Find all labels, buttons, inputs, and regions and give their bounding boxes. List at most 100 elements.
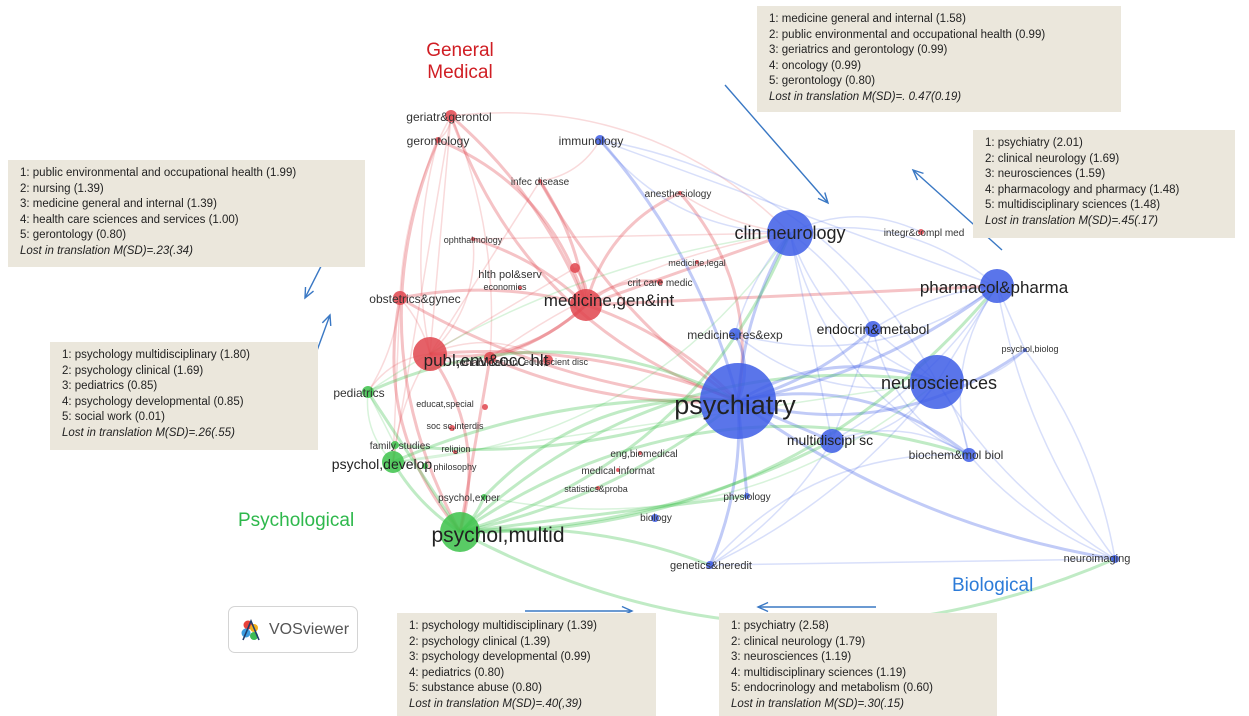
lost-in-translation: Lost in translation M(SD)=. 0.47(0.19) — [769, 90, 962, 103]
node-label-engbio: eng,biomedical — [610, 449, 677, 460]
network-edge — [459, 494, 748, 534]
network-edge — [459, 439, 833, 534]
network-edge — [399, 139, 462, 533]
box-item: 4: pediatrics (0.80) — [409, 666, 505, 679]
node-label-religion: religion — [441, 444, 470, 454]
node-label-medinfo: medical informat — [581, 466, 655, 477]
box-item: 4: health care sciences and services (1.… — [20, 213, 239, 226]
node-critcare — [657, 279, 663, 285]
lost-in-translation: Lost in translation M(SD)=.23(.34) — [20, 244, 193, 257]
node-psychmult — [440, 512, 480, 552]
network-edge — [399, 288, 587, 307]
network-edge — [959, 285, 998, 456]
node-label-critcare: crit care medic — [627, 278, 692, 289]
network-edge — [392, 398, 739, 464]
box-item: 3: medicine general and internal (1.39) — [20, 198, 217, 211]
network-edge — [483, 381, 938, 510]
node-label-philosophy: philosophy — [433, 462, 477, 472]
network-edge — [429, 303, 588, 358]
network-edge — [392, 232, 791, 463]
network-edge — [968, 454, 1116, 560]
node-label-psychbiol: psychol,biolog — [1001, 344, 1058, 354]
lost-in-translation: Lost in translation M(SD)=.45(.17) — [985, 214, 1158, 227]
arrow-head — [756, 601, 769, 613]
node-label-obstet: obstetrics&gynec — [369, 292, 460, 306]
node-medres — [729, 328, 741, 340]
node-socsc — [449, 425, 455, 431]
box-item: 2: clinical neurology (1.69) — [985, 152, 1120, 165]
node-medinfo — [616, 468, 620, 472]
info-box-psychiatry: 1: psychiatry (2.01) 2: clinical neurolo… — [973, 130, 1235, 238]
info-box-psychology-left: 1: psychology multidisciplinary (1.80) 2… — [50, 342, 318, 450]
network-edge — [709, 381, 938, 566]
network-edge — [367, 297, 401, 393]
node-anesth — [678, 191, 682, 195]
info-box-psychology-bottom: 1: psychology multidisciplinary (1.39) 2… — [397, 613, 656, 716]
network-edge — [584, 191, 681, 306]
network-edge — [585, 231, 791, 307]
node-medgen — [570, 289, 602, 321]
network-edge — [737, 348, 1026, 417]
node-gerontology — [435, 137, 441, 143]
box-item: 1: psychology multidisciplinary (1.39) — [409, 620, 597, 632]
network-edge — [599, 139, 791, 234]
network-edge — [458, 373, 938, 534]
vosviewer-logo-text: VOSviewer — [269, 620, 350, 638]
network-edge — [459, 285, 999, 534]
node-label-psychmult: psychol,multid — [431, 524, 564, 547]
node-endocrin — [865, 321, 881, 337]
node-label-genetics: genetics&heredit — [670, 560, 752, 572]
box-item: 2: psychology clinical (1.39) — [409, 635, 551, 648]
network-edge — [429, 267, 576, 355]
node-label-economics: economics — [483, 282, 527, 292]
network-edge — [482, 398, 739, 499]
box-item: 2: clinical neurology (1.79) — [731, 635, 866, 648]
node-label-infec: infec disease — [511, 177, 570, 188]
node-label-immunology: immunology — [559, 134, 624, 148]
network-edge — [734, 333, 938, 389]
node-psychdev — [382, 451, 404, 473]
node-label-medres: medicine,res&exp — [687, 328, 783, 342]
network-edge — [420, 139, 439, 355]
node-label-medgen: medicine,gen&int — [544, 291, 675, 310]
box-item: 1: public environmental and occupational… — [20, 167, 297, 179]
node-psychbiol — [1023, 348, 1027, 352]
network-edge — [392, 297, 462, 533]
node-integr — [918, 229, 924, 235]
node-biology — [651, 514, 659, 522]
box-item: 4: oncology (0.99) — [769, 59, 862, 72]
box-item: 4: pharmacology and pharmacy (1.48) — [985, 183, 1180, 196]
network-edge — [472, 232, 791, 240]
node-label-physiology: physiology — [723, 492, 770, 503]
box-item: 5: substance abuse (0.80) — [409, 682, 542, 695]
network-edge — [450, 115, 493, 359]
lost-in-translation: Lost in translation M(SD)=.30(.15) — [731, 697, 904, 710]
lost-in-translation: Lost in translation M(SD)=.40(,39) — [409, 697, 582, 710]
node-stats — [596, 486, 600, 490]
network-edge — [538, 180, 739, 403]
node-genetics — [706, 561, 714, 569]
network-edge — [872, 328, 970, 456]
box-item: 2: nursing (1.39) — [20, 182, 104, 195]
network-edge — [392, 115, 452, 463]
network-edge — [437, 138, 588, 306]
node-layer — [362, 110, 1119, 569]
box-item: 3: geriatrics and gerontology (0.99) — [769, 44, 948, 57]
node-label-hlthpol: hlth pol&serv — [478, 269, 542, 281]
network-edge — [459, 424, 970, 534]
arrow-head — [817, 192, 830, 205]
node-publenv — [413, 337, 447, 371]
box-item: 5: gerontology (0.80) — [769, 75, 876, 88]
node-philosophy — [422, 463, 428, 469]
box-item: 3: psychology developmental (0.99) — [409, 651, 591, 664]
network-edge — [737, 399, 1116, 561]
network-edge — [429, 180, 541, 355]
node-label-psychdev: psychol,develop — [332, 456, 433, 472]
network-edge — [831, 328, 874, 442]
box-item: 4: multidisciplinary sciences (1.19) — [731, 666, 907, 679]
node-medlegal — [695, 260, 699, 264]
node-label-neuroimaging: neuroimaging — [1064, 553, 1131, 565]
node-label-integr: integr&compl med — [884, 228, 965, 239]
